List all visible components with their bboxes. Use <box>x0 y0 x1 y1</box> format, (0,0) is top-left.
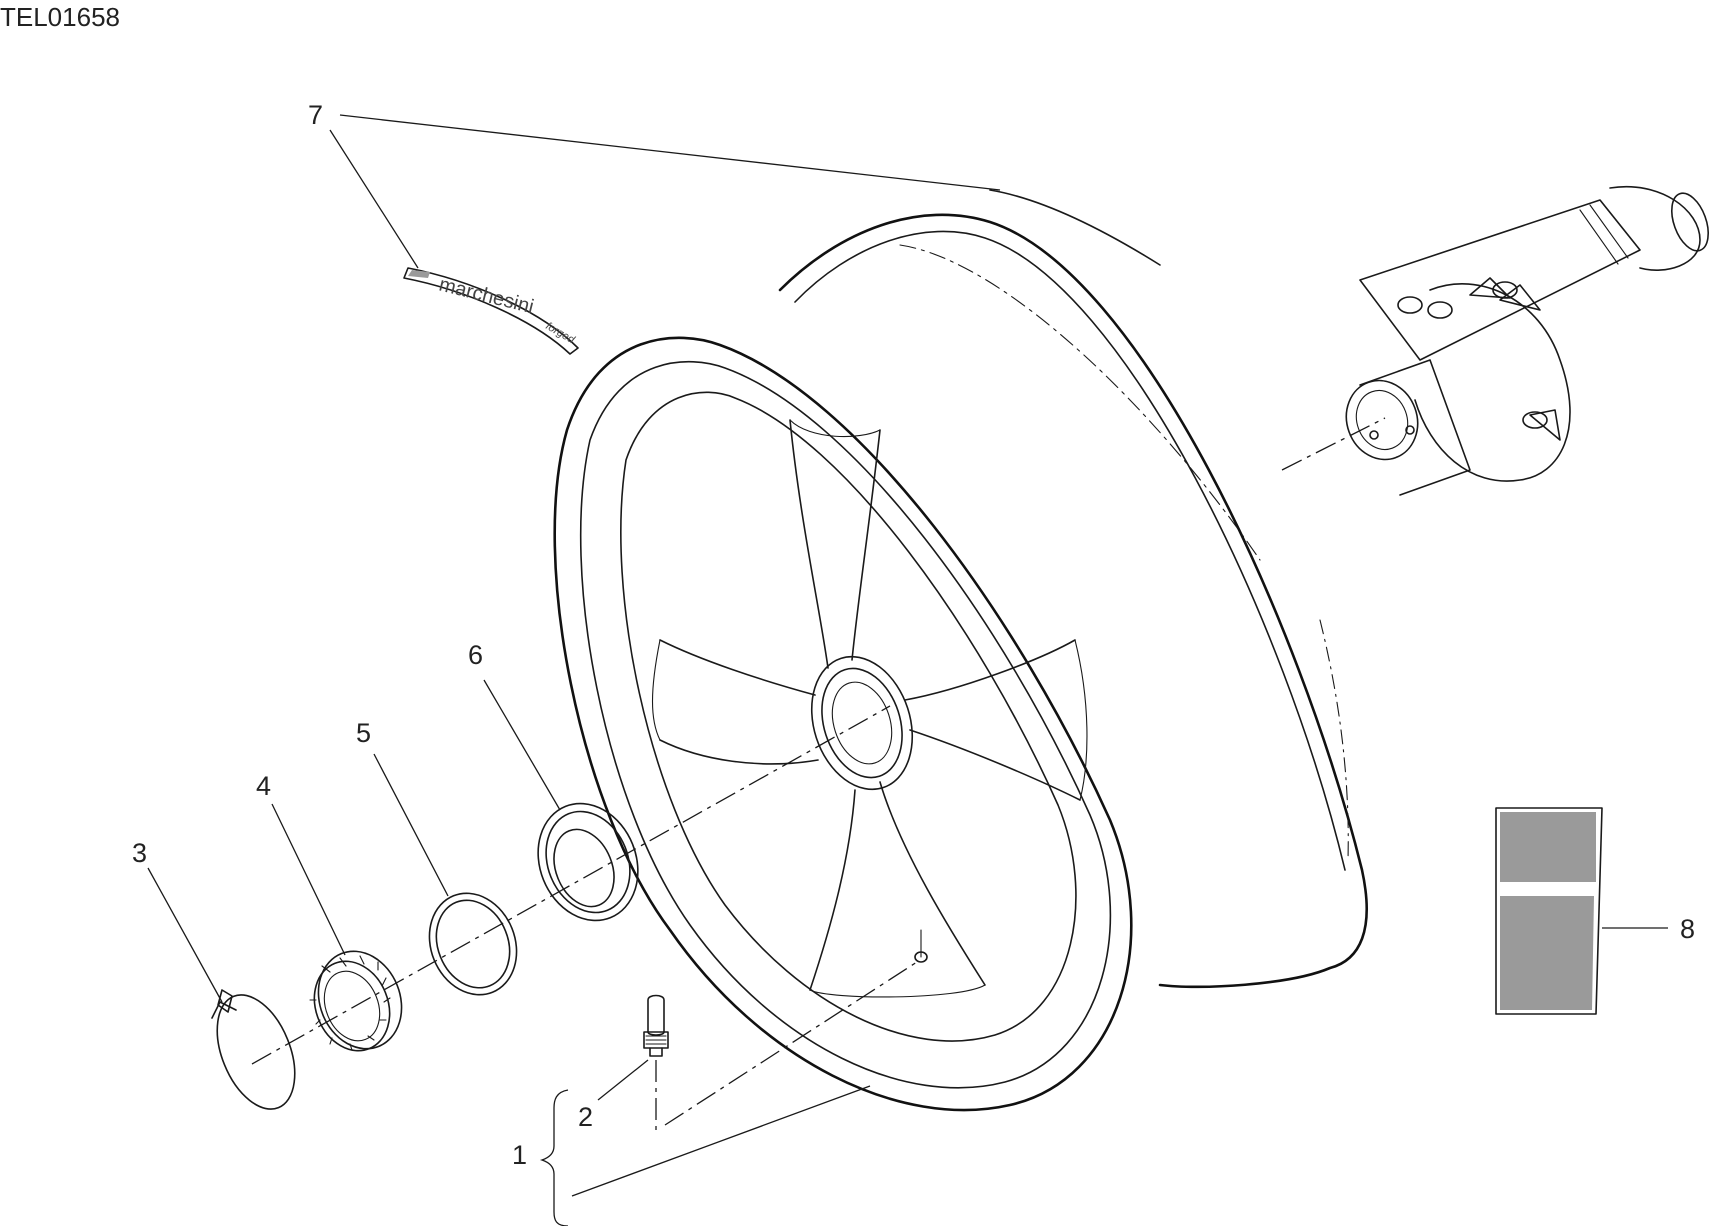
drawing-reference: TEL01658 <box>0 2 120 32</box>
wheel-rim-drawing <box>553 213 1369 1112</box>
callout-8: 8 <box>1680 914 1695 944</box>
callout-2: 2 <box>578 1102 593 1132</box>
label-plate-part <box>1495 807 1603 1015</box>
wheel-hub-shaft <box>1345 185 1710 496</box>
seal-part <box>537 802 639 922</box>
callout-3: 3 <box>132 838 147 868</box>
rim-decal-part: marchesini forged <box>403 189 1161 355</box>
callout-labels: 7 6 5 4 3 2 1 8 <box>132 100 1695 1170</box>
callout-7: 7 <box>308 100 323 130</box>
decal-script-text: forged <box>544 320 578 346</box>
circlip-part <box>211 989 296 1110</box>
callout-1: 1 <box>512 1140 527 1170</box>
leader-lines <box>147 114 1668 1226</box>
tyre-valve-part <box>643 994 669 1057</box>
ring-nut-part <box>309 950 403 1052</box>
callout-4: 4 <box>256 771 271 801</box>
washer-part <box>428 892 518 996</box>
decal-brand-text: marchesini <box>437 274 536 319</box>
callout-5: 5 <box>356 718 371 748</box>
callout-6: 6 <box>468 640 483 670</box>
assembly-axis <box>251 417 1386 1130</box>
